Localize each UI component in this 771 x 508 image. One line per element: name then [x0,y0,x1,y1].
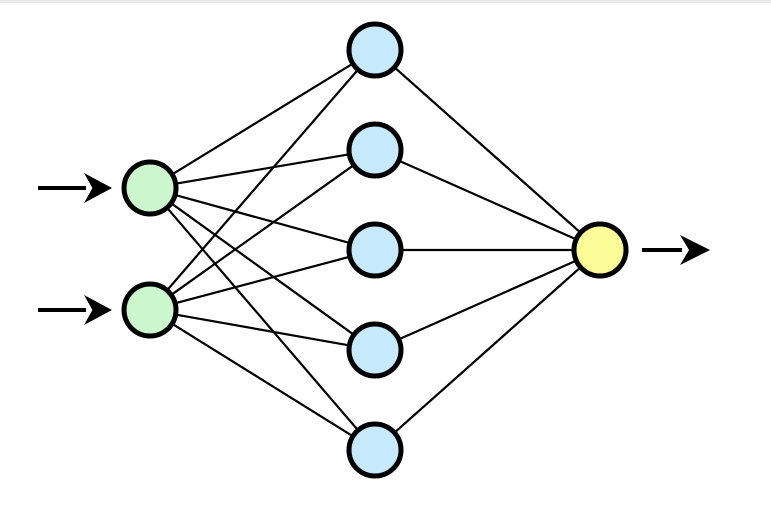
hidden-node-4[interactable] [346,321,404,379]
input-node-1[interactable] [121,159,179,217]
hidden-node-3[interactable] [346,221,404,279]
output-arrow-1 [642,235,710,265]
edge-i1-h5 [164,205,361,433]
top-border-strip [0,0,771,3]
hidden-node-2[interactable] [346,121,404,179]
input-arrow-2-head [84,295,112,325]
hidden-node-1[interactable] [346,21,404,79]
input-node-2[interactable] [121,281,179,339]
edge-h2-o1 [396,158,579,242]
edge-i1-h3 [172,193,353,245]
edge-i2-h5 [169,321,356,439]
output-node-1[interactable] [571,221,629,279]
edge-i1-h4 [168,201,357,337]
edge-i1-h2 [173,152,352,186]
edge-i2-h3 [172,255,353,305]
edge-h1-o1 [392,65,583,235]
input-arrow-1-head [84,173,112,203]
output-arrow-1-head [680,235,710,265]
edge-i2-h2 [168,163,357,297]
edge-h4-o1 [396,258,579,342]
nodes-group [121,21,629,479]
io-arrows-group [38,173,710,325]
input-arrow-2 [38,295,112,325]
edges-group [164,61,583,439]
edge-i2-h1 [164,67,361,293]
input-arrow-1 [38,173,112,203]
edge-i1-h1 [169,61,356,177]
edge-i2-h4 [173,313,352,347]
edge-h5-o1 [392,265,583,435]
hidden-node-5[interactable] [346,421,404,479]
